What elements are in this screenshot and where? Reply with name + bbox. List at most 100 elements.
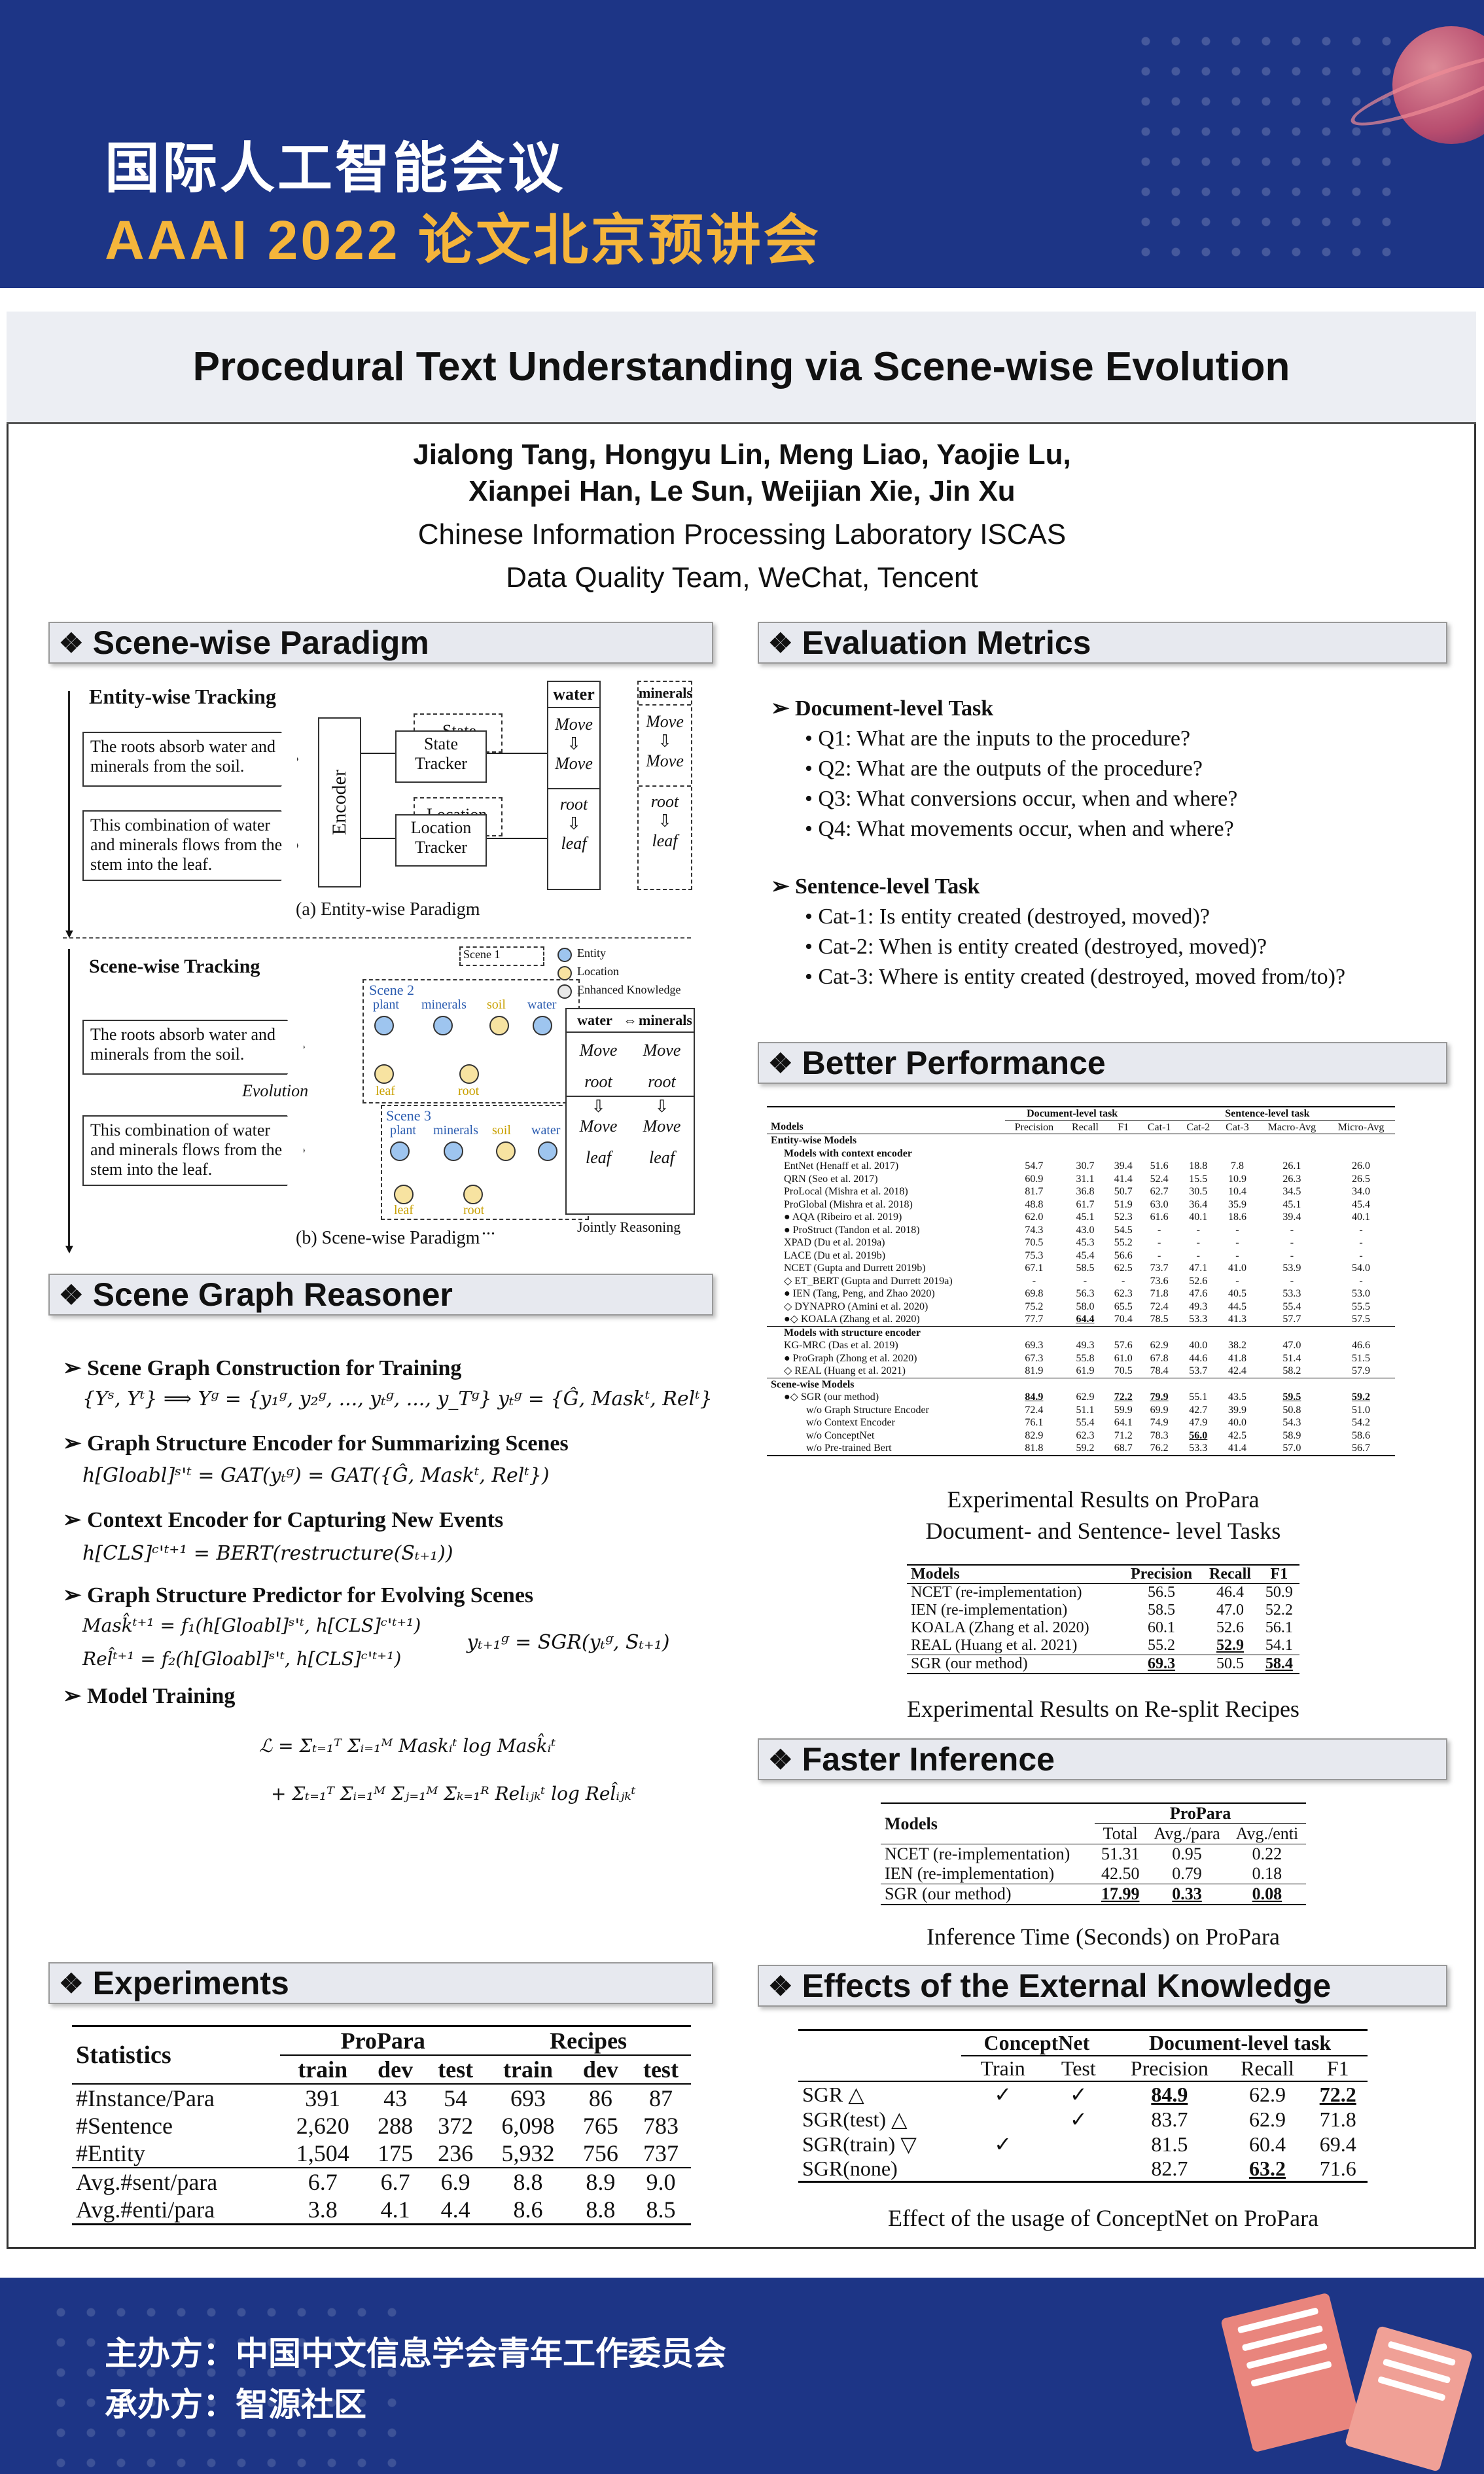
- table-cell: 81.5: [1151, 2132, 1188, 2156]
- table-cell: 59.2: [1352, 1391, 1370, 1403]
- minerals-column: minerals Move ⇩ Move root ⇩ leaf: [637, 681, 692, 890]
- table-cell: 70.4: [1114, 1314, 1133, 1325]
- table-cell: 72.4: [1025, 1404, 1044, 1416]
- table-cell: 75.2: [1025, 1300, 1044, 1312]
- table-col-header: [798, 2056, 961, 2081]
- table-cell: 6.9: [440, 2169, 470, 2195]
- table-cell: 52.2: [1265, 1602, 1293, 1619]
- table-cell: 77.7: [1025, 1314, 1044, 1325]
- table-cell: 69.4: [1319, 2132, 1356, 2156]
- table-cell: 41.4: [1228, 1443, 1246, 1454]
- conference-subtitle: AAAI 2022 论文北京预讲会: [105, 209, 821, 271]
- diamond-bullet-icon: ❖: [59, 627, 84, 658]
- table-cell: 55.2: [1114, 1237, 1133, 1248]
- table-cell: 8.9: [586, 2169, 616, 2195]
- table-cell: 8.8: [513, 2169, 543, 2195]
- table-cell: -: [1196, 1237, 1200, 1248]
- table-cell: 42.50: [1101, 1864, 1140, 1883]
- table-row: Scene-wise Models: [767, 1378, 1395, 1391]
- table-cell: 54.1: [1265, 1637, 1293, 1654]
- table-cell: 57.7: [1282, 1314, 1301, 1325]
- table-cell: 10.4: [1228, 1186, 1246, 1197]
- table-cell: 82.7: [1151, 2157, 1188, 2180]
- caption-scene-wise: (b) Scene-wise Paradigm: [296, 1228, 480, 1248]
- table-cell: 26.5: [1352, 1173, 1370, 1185]
- table-cell: 0.22: [1252, 1844, 1282, 1863]
- table-cell: 50.9: [1265, 1584, 1293, 1601]
- table-cell: 75.3: [1025, 1249, 1044, 1261]
- row-label: IEN (re-implementation): [885, 1864, 1055, 1883]
- performance-table: Document-level task Sentence-level task …: [767, 1106, 1395, 1456]
- diamond-bullet-icon: ❖: [768, 627, 793, 658]
- table-cell: 67.1: [1025, 1263, 1044, 1274]
- table-cell: 45.4: [1076, 1249, 1095, 1261]
- table-col-header: Recall: [1209, 1566, 1251, 1583]
- table-cell: 18.8: [1189, 1160, 1208, 1172]
- table-cell: 54.5: [1114, 1224, 1133, 1236]
- table-col-header: dev: [378, 2056, 414, 2083]
- table-cell: 53.3: [1189, 1443, 1208, 1454]
- table-cell: 62.7: [1150, 1186, 1169, 1197]
- row-label: QRN (Seo et al. 2017): [784, 1173, 878, 1185]
- table-cell: ✓: [1069, 2083, 1087, 2106]
- table-cell: -: [1359, 1249, 1363, 1261]
- table-cell: 71.2: [1114, 1429, 1133, 1441]
- table-cell: 58.2: [1282, 1365, 1301, 1376]
- table-cell: 18.6: [1228, 1211, 1246, 1223]
- table-col-header: Micro-Avg: [1337, 1121, 1385, 1133]
- entity-input-sentence-1: The roots absorb water and minerals from…: [82, 732, 298, 787]
- row-label: SGR(none): [802, 2157, 898, 2180]
- table-cell: 87: [648, 2085, 673, 2111]
- table-cell: 52.6: [1216, 1619, 1244, 1636]
- table-cell: -: [1157, 1237, 1161, 1248]
- authors-line-1: Jialong Tang, Hongyu Lin, Meng Liao, Yao…: [413, 439, 1071, 471]
- table-cell: 51.4: [1282, 1352, 1301, 1364]
- paper-title: Procedural Text Understanding via Scene-…: [192, 344, 1290, 389]
- table-cell: 45.3: [1076, 1237, 1095, 1248]
- table-cell: 81.7: [1025, 1186, 1044, 1197]
- inference-caption: Inference Time (Seconds) on ProPara: [927, 1924, 1280, 1950]
- table-cell: 78.5: [1150, 1314, 1169, 1325]
- table-col-header: Cat-1: [1147, 1121, 1171, 1133]
- row-label: ProGlobal (Mishra et al. 2018): [784, 1198, 913, 1210]
- authors-line-2: Xianpei Han, Le Sun, Weijian Xie, Jin Xu: [468, 475, 1016, 507]
- equation-4b: Rel̂ᵗ⁺¹ = f₂(h[Gloabl]ˢ'ᵗ, h[CLS]ᶜ'ᵗ⁺¹): [82, 1648, 402, 1670]
- table-cell: 69.8: [1025, 1288, 1044, 1299]
- table-cell: 72.2: [1319, 2082, 1356, 2106]
- row-label: #Instance/Para: [76, 2085, 215, 2111]
- section-scene-graph-reasoner: ❖Scene Graph Reasoner: [48, 1274, 713, 1316]
- row-label: #Sentence: [76, 2113, 173, 2139]
- table-col-header: test: [438, 2056, 474, 2083]
- table-cell: 4.4: [440, 2196, 470, 2223]
- equation-1: {Yˢ, Yᵗ} ⟹ Yᵍ = {y₁ᵍ, y₂ᵍ, ..., yₜᵍ, ...…: [82, 1388, 713, 1410]
- table-cell: 56.0: [1189, 1429, 1208, 1441]
- row-label: NCET (re-implementation): [911, 1584, 1082, 1601]
- table-cell: 62.9: [1150, 1340, 1169, 1351]
- table-cell: 46.6: [1352, 1340, 1370, 1351]
- sent-task-item: • Cat-3: Where is entity created (destro…: [805, 965, 1346, 989]
- row-label: ◇ REAL (Huang et al. 2021): [784, 1365, 906, 1376]
- table-cell: 53.3: [1282, 1288, 1301, 1299]
- row-label: IEN (re-implementation): [911, 1602, 1068, 1619]
- table-cell: 41.4: [1114, 1173, 1133, 1185]
- table-col-header: Test: [1061, 2056, 1096, 2080]
- table-cell: -: [1235, 1224, 1239, 1236]
- table-cell: 59.9: [1114, 1404, 1133, 1416]
- table-cell: 86: [588, 2085, 612, 2111]
- table-cell: 60.9: [1025, 1173, 1044, 1185]
- table-cell: 79.9: [1150, 1391, 1169, 1403]
- affiliation-2: Data Quality Team, WeChat, Tencent: [506, 562, 978, 594]
- reasoner-item-1: ➢ Scene Graph Construction for Training: [63, 1356, 462, 1380]
- table-cell: 53.0: [1352, 1288, 1370, 1299]
- table-cell: 0.33: [1172, 1884, 1202, 1903]
- scene-wise-title: Scene-wise Tracking: [89, 956, 260, 977]
- table-cell: 58.5: [1148, 1602, 1176, 1619]
- table-cell: -: [1359, 1237, 1363, 1248]
